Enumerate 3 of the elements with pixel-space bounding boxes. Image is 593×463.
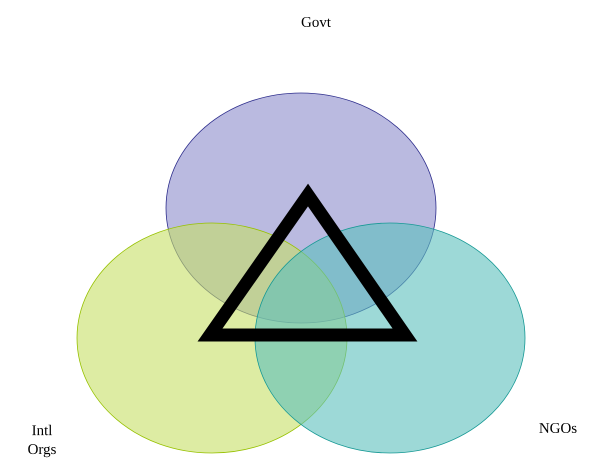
circle-label: Intl Orgs [28, 424, 56, 458]
circle-label: Govt [302, 16, 331, 27]
circle-label: NGOs [539, 422, 577, 433]
